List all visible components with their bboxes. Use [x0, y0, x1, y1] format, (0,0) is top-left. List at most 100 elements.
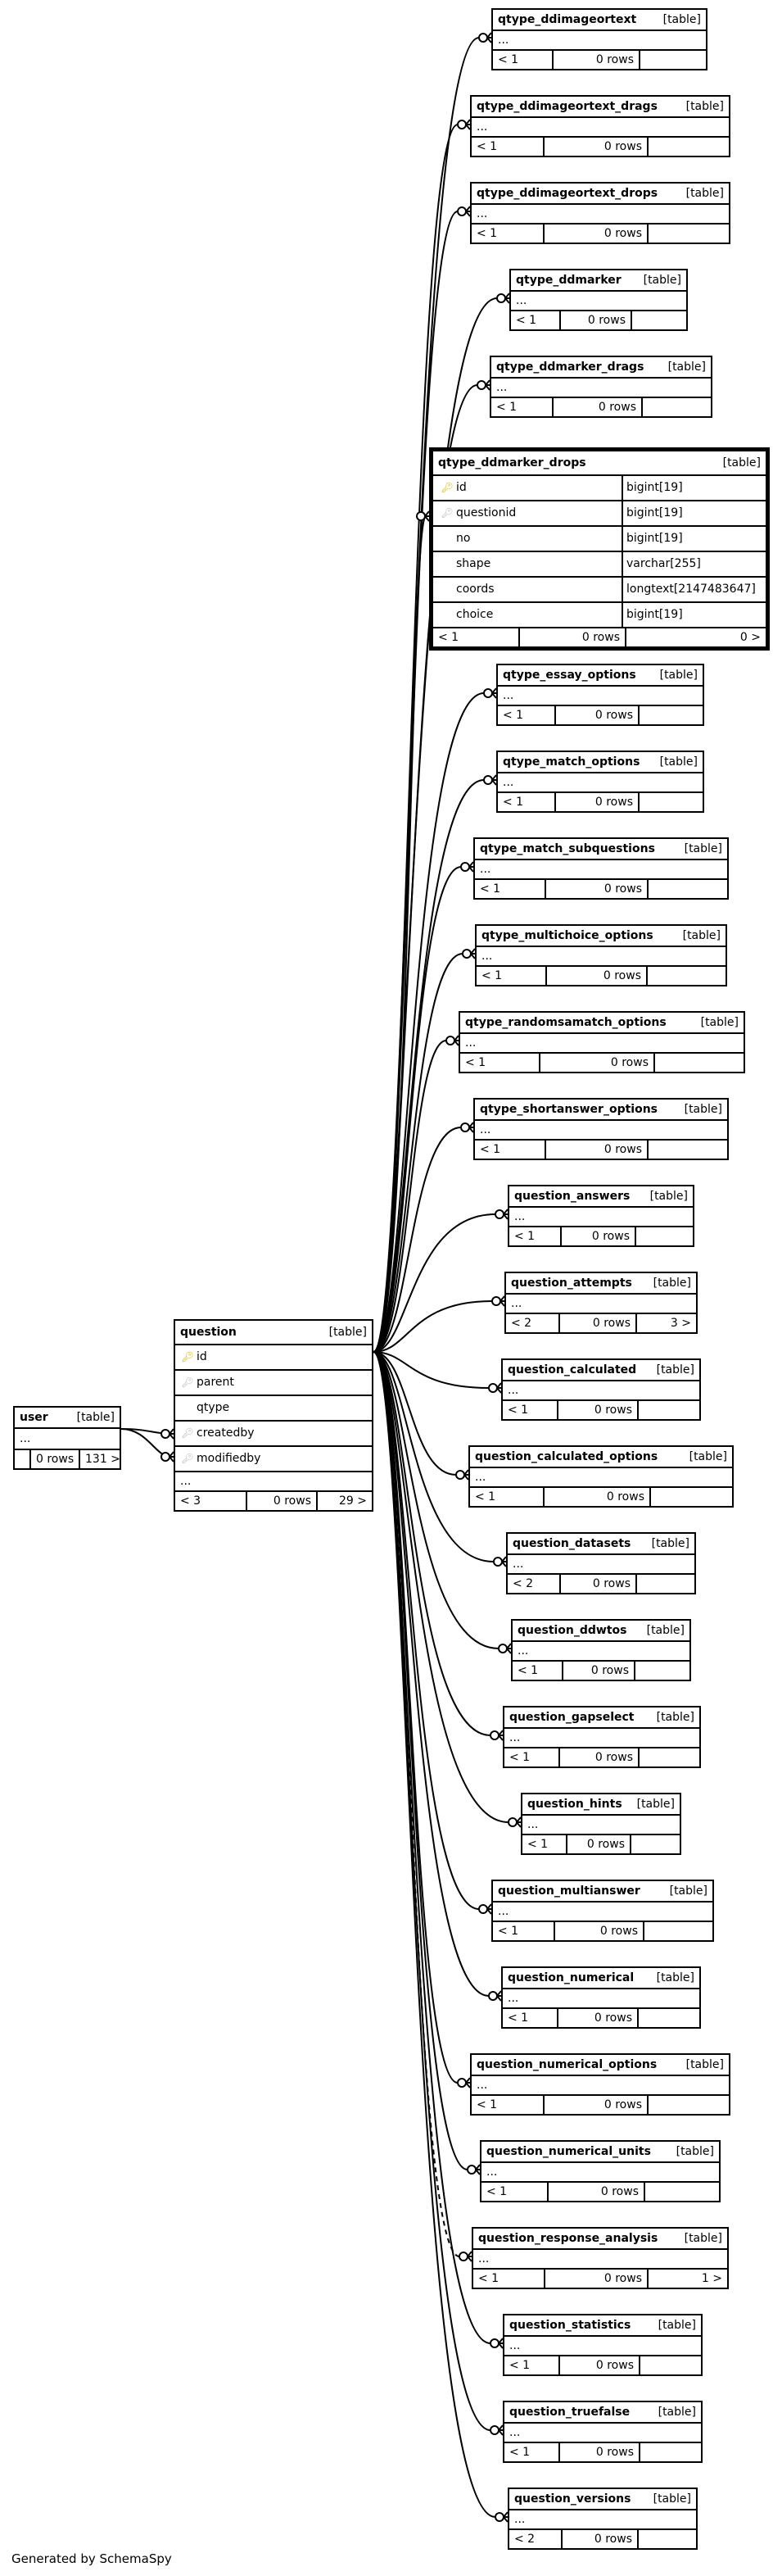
- parents-count: [639, 2530, 696, 2548]
- table-name: question_response_analysis: [478, 2232, 658, 2245]
- table-header: question_hints[table]: [522, 1794, 680, 1816]
- table-qtype-ddmarker-drops[interactable]: qtype_ddmarker_drops [table] 🔑︎id bigint…: [429, 447, 770, 651]
- table-name: qtype_ddmarker_drops: [438, 456, 586, 469]
- more-columns: ...: [473, 2250, 727, 2270]
- relation-line-qtype-randomsamatch-options: [373, 1040, 447, 1353]
- relation-question-numerical-units-optional-marker: [467, 2165, 477, 2175]
- parents-count: 29 >: [339, 1494, 367, 1508]
- table-header: qtype_ddimageortext_drops[table]: [472, 184, 729, 205]
- column-type: bigint[19]: [626, 481, 683, 494]
- table-question[interactable]: question [table] 🔑︎id 🔑︎parent qtype 🔑︎c…: [174, 1319, 373, 1512]
- table-name: qtype_ddmarker: [516, 274, 622, 287]
- relation-question-multianswer-optional-marker: [478, 1904, 488, 1914]
- primary-key-icon: 🔑︎: [181, 1351, 194, 1363]
- children-count: < 1: [504, 2356, 560, 2374]
- parents-count: 1 >: [701, 2272, 722, 2285]
- more-columns: ...: [470, 1468, 732, 1488]
- table-question-calculated-options[interactable]: question_calculated_options[table]...< 1…: [468, 1445, 734, 1508]
- parents-count: [643, 398, 711, 416]
- row-count: 0 rows: [31, 1450, 80, 1468]
- table-qtype-randomsamatch-options[interactable]: qtype_randomsamatch_options[table]...< 1…: [459, 1011, 745, 1073]
- table-user[interactable]: user [table] ... 0 rows 131 >: [13, 1406, 121, 1470]
- children-count: [15, 1450, 31, 1468]
- relation-question-truefalse-optional-marker: [490, 2425, 500, 2435]
- more-columns: ...: [508, 1555, 694, 1575]
- table-header: qtype_ddmarker_drops [table]: [433, 451, 766, 476]
- table-header: question_response_analysis[table]: [473, 2229, 727, 2250]
- table-type: [table]: [656, 1971, 694, 1984]
- table-name: question_ddwtos: [518, 1624, 627, 1637]
- relation-question-statistics-optional-marker: [490, 2338, 500, 2348]
- column-type: bigint[19]: [626, 506, 683, 519]
- row-count: 0 rows: [560, 1748, 640, 1766]
- table-header: qtype_ddimageortext_drags[table]: [472, 97, 729, 118]
- more-columns: ...: [472, 2076, 729, 2096]
- table-type: [table]: [669, 1884, 707, 1898]
- table-header: question_calculated_options[table]: [470, 1447, 732, 1468]
- table-header: question_versions[table]: [509, 2489, 696, 2510]
- row-count: 0 rows: [555, 1922, 644, 1940]
- foreign-key-icon: 🔑︎: [181, 1453, 194, 1464]
- children-count: < 1: [504, 2443, 560, 2461]
- row-count: 0 rows: [545, 2096, 649, 2114]
- primary-key-icon: 🔑︎: [441, 482, 454, 493]
- table-name: qtype_ddmarker_drags: [496, 361, 644, 374]
- table-header: qtype_ddmarker[table]: [511, 270, 686, 292]
- relation-line-createdby: [120, 1428, 171, 1435]
- relation-question-calculated-optional-marker: [488, 1383, 498, 1393]
- table-header: question_calculated[table]: [503, 1360, 699, 1381]
- table-name: question_answers: [514, 1190, 631, 1203]
- table-header: qtype_ddmarker_drags[table]: [491, 357, 711, 379]
- table-name: question_datasets: [513, 1537, 631, 1550]
- children-count: < 1: [491, 398, 554, 416]
- parents-count: [636, 1227, 693, 1245]
- parents-count: [640, 2356, 701, 2374]
- row-count: 0 rows: [547, 967, 648, 985]
- table-type: [table]: [658, 2406, 696, 2419]
- table-header: question_statistics[table]: [504, 2315, 701, 2337]
- row-count: 0 rows: [545, 2270, 649, 2288]
- row-count: 0 rows: [560, 2356, 640, 2374]
- row-count: 0 rows: [520, 628, 626, 646]
- table-type: [table]: [656, 1711, 694, 1724]
- row-count: 0 rows: [560, 2443, 640, 2461]
- table-type: [table]: [685, 187, 724, 200]
- table-header: qtype_randomsamatch_options[table]: [460, 1013, 744, 1034]
- relation-question-hints-optional-marker: [508, 1817, 518, 1827]
- more-columns: ...: [513, 1642, 689, 1662]
- relation-modifiedby-optional-marker: [160, 1452, 170, 1462]
- table-type: [table]: [649, 1190, 688, 1203]
- relation-question-numerical-optional-marker: [488, 1991, 498, 2001]
- more-columns: ...: [472, 118, 729, 138]
